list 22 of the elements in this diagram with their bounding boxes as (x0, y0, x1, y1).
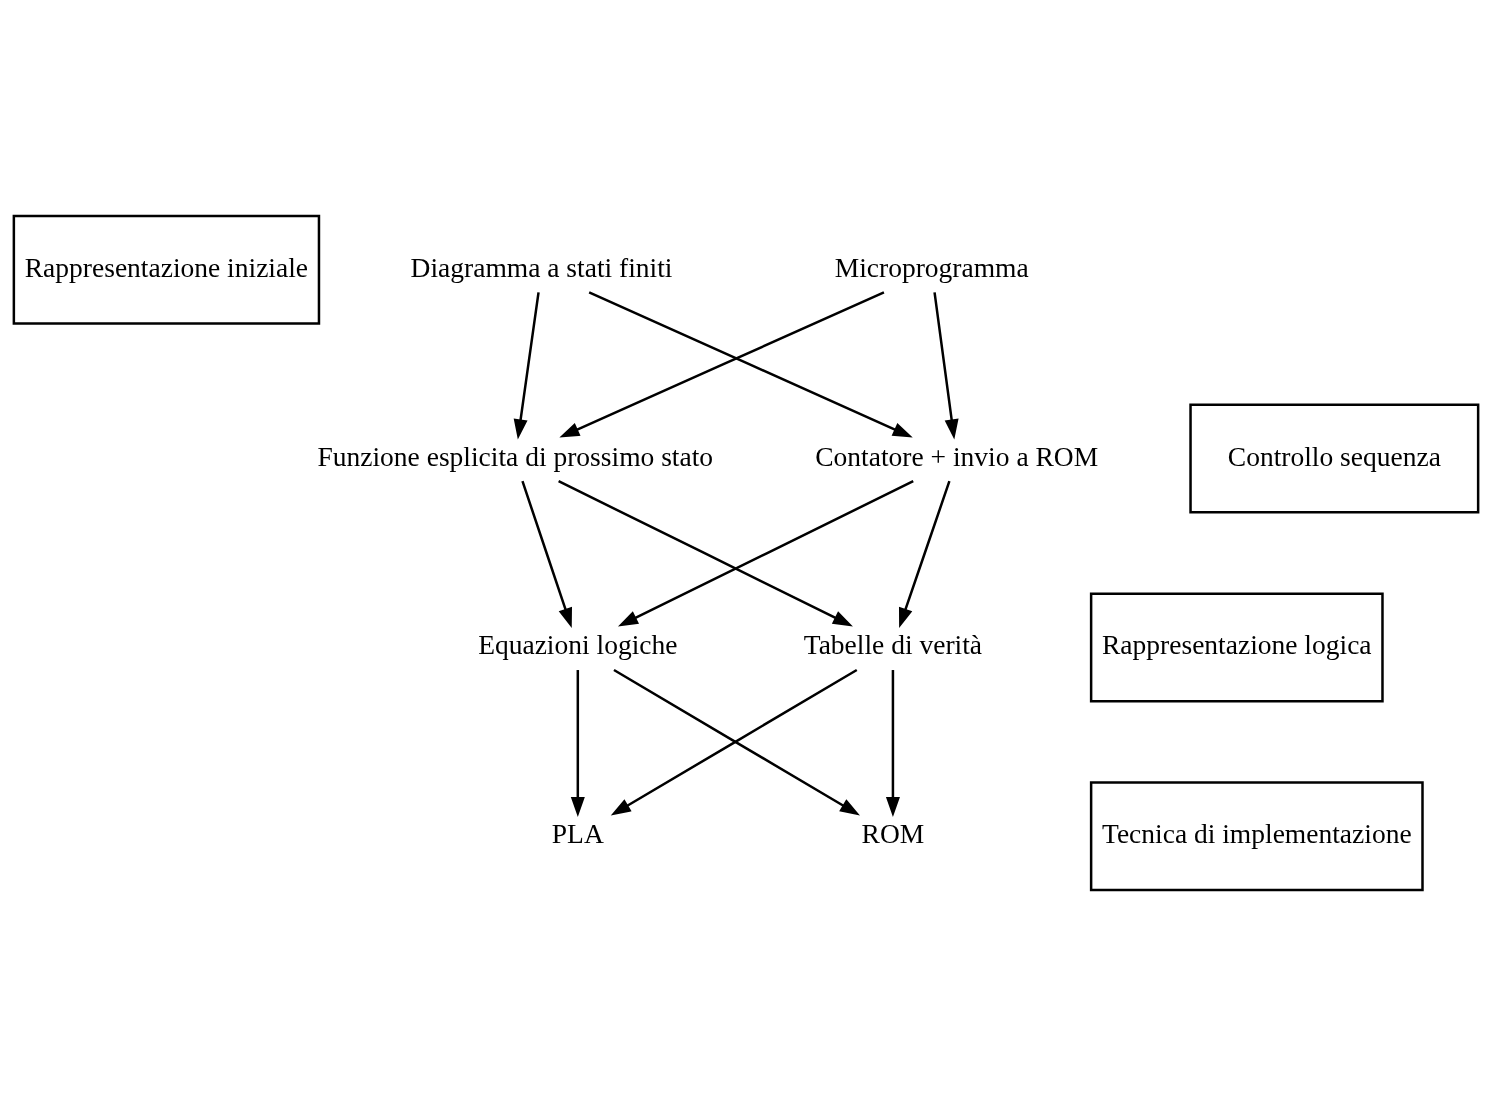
node-box: Controllo sequenza (1189, 403, 1480, 514)
node-text: ROM (861, 817, 925, 849)
arrow (558, 479, 853, 626)
node-box: Rappresentazione logica (1089, 591, 1384, 702)
node-text: Microprogramma (834, 251, 1029, 283)
arrow (588, 290, 913, 438)
node-text: Tabelle di verità (803, 628, 983, 660)
arrow (885, 669, 900, 817)
arrow (521, 480, 572, 628)
arrow (898, 480, 951, 628)
arrow (570, 669, 585, 817)
node-text: Diagramma a stati finiti (410, 251, 673, 283)
arrow (617, 479, 914, 626)
arrow (559, 290, 885, 438)
node-box: Rappresentazione iniziale (12, 214, 321, 325)
node-text: Funzione esplicita di prossimo stato (317, 440, 714, 472)
node-text: PLA (551, 817, 604, 849)
node-box: Tecnica di implementazione (1089, 780, 1424, 891)
node-text: Contatore + invio a ROM (815, 440, 1099, 472)
arrow (513, 291, 540, 439)
node-text: Equazioni logiche (478, 628, 678, 660)
arrow (933, 291, 959, 439)
